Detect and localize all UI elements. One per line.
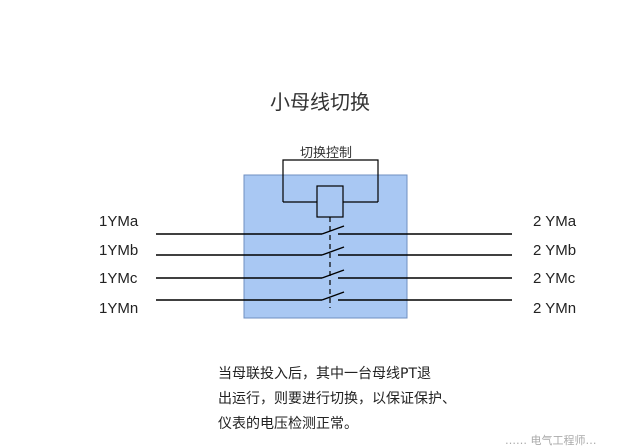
control-bracket — [282, 159, 379, 202]
relay-coil — [316, 185, 344, 218]
description-line-1: 当母联投入后，其中一台母线PT退 — [218, 366, 431, 382]
switch-contact-n — [321, 291, 345, 301]
bus-label-left-b: 1YMb — [99, 242, 139, 259]
watermark: …… 电气工程师… — [505, 434, 597, 447]
bus-label-right-b: 2 YMb — [533, 242, 577, 259]
bus-label-right-a: 2 YMa — [533, 213, 577, 230]
control-label: 切换控制 — [300, 146, 353, 161]
bus-label-right-n: 2 YMn — [533, 300, 577, 317]
description-line-3: 仪表的电压检测正常。 — [218, 416, 358, 432]
bus-label-left-a: 1YMa — [99, 213, 139, 230]
bus-label-left-c: 1YMc — [99, 270, 138, 287]
switch-contact-c — [321, 269, 345, 279]
description-line-2: 出运行，则要进行切换，以保证保护、 — [218, 391, 456, 407]
bus-label-right-c: 2 YMc — [533, 270, 576, 287]
description: 当母联投入后，其中一台母线PT退 出运行，则要进行切换，以保证保护、 仪表的电压… — [218, 362, 518, 437]
switch-contact-a — [321, 225, 345, 235]
bus-label-left-n: 1YMn — [99, 300, 139, 317]
diagram-title: 小母线切换 — [270, 90, 370, 114]
switch-contact-b — [321, 246, 345, 256]
